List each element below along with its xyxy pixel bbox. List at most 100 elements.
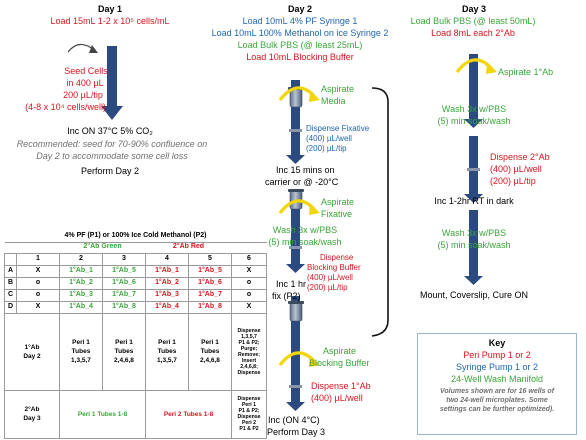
inc-1hr-line-1: Inc 1 hr [276,279,307,289]
plate-row-label-a: A [4,264,17,278]
plate-day2-note-line: Purge; [240,345,258,352]
plate-row-label-d: D [4,300,17,315]
day1-seed-line-3: 200 µL/tip [63,90,103,100]
plate-col-header-3: 3 [102,252,146,266]
aspirate-fixative-line-2: Fixative [321,209,353,219]
day2-load-pf: Load 10mL 4% PF Syringe 1 [242,16,358,26]
key-legend: Key Peri Pump 1 or 2 Syringe Pump 1 or 2… [417,333,577,435]
plate-cell: 1°Ab_6 [102,276,146,290]
aspirate-arrow-1ab [455,58,497,74]
day3-load-2ab: Load 8mL each 2°Ab [431,28,515,38]
plate-day3-note-line: Dispense [237,396,261,403]
plate-day2-note-line: Dispense [237,327,261,334]
day3-wash1-line-1: Wash 3x w/PBS [441,104,507,114]
plate-day2-note-line: P1 & P2; [238,339,260,346]
plate-col-header-blank [4,252,17,266]
plate-cell: o [16,276,60,290]
day2-load-methanol: Load 10mL 100% Methanol on ice Syringe 2 [211,28,389,38]
plate-col-header-1: 1 [16,252,60,266]
day1-recommend-line-1: Recommended: seed for 70-90% confluence … [16,139,208,149]
day1-recommend-line-2: Day 2 to accommodate some cell loss [36,151,188,161]
plate-day2-note-line: Insert [241,357,257,364]
plate-cell: 1°Ab_2 [145,276,189,290]
plate-day3-label: 2°Ab Day 3 [4,389,60,440]
inc-1hr-line-2: fix (P2) [272,291,301,301]
plate-cell: X [16,300,60,315]
inc-15-line-2: carrier or @ -20°C [265,177,339,187]
day2-perform-day3: Perform Day 3 [267,427,326,437]
plate-cell: X [230,264,268,278]
dispense-2ab-line-3: (200) µL/tip [490,176,536,186]
syringe-tube-fixative [288,87,304,108]
plate-day2-note-line: Remove; [238,351,260,358]
plate-cell: 1°Ab_3 [145,288,189,302]
day3-title: Day 3 [461,4,487,14]
dispense-blocking-line-2: Blocking Buffer [307,263,361,272]
plate-day3-red: Peri 2 Tubes 1-8 [145,389,232,440]
dispense-1ab-line-1: Dispense 1°Ab [311,381,371,391]
plate-cell: 1°Ab_5 [102,264,146,278]
day1-incubate: Inc ON 37°C 5% CO₂ [67,126,153,136]
day3-wash1-line-2: (5) min soak/wash [437,116,511,126]
day2-wash-line-1: Wash 3x w/PBS [272,225,338,235]
dispense-fixative-line-3: (200) µL/tip [306,144,347,153]
plate-cell: 1°Ab_7 [102,288,146,302]
day1-seed-line-2: in 400 µL [66,78,104,88]
syringe-tube-fixative-2 [288,189,304,210]
plate-day2-cell-line: 2,4,6,8 [114,357,134,365]
plate-day2-cell-line: 2,4,6,8 [200,357,220,365]
plate-blank-1 [17,242,60,253]
plate-day3-label-line: Day 3 [23,415,41,423]
plate-cell: 1°Ab_4 [59,300,103,315]
day2-load-pbs: Load Bulk PBS (@ least 25mL) [237,40,363,50]
plate-day3-note-line: P1 & P2 [239,426,259,433]
plate-day2-cell-line: 1,3,5,7 [157,357,177,365]
plate-cell: 1°Ab_8 [102,300,146,315]
day2-load-blocking: Load 10mL Blocking Buffer [246,52,354,62]
aspirate-arrow-media [278,86,320,102]
plate-day3-note-line: Dispense [237,414,261,421]
plate-day2-label: 1°Ab Day 2 [4,313,60,391]
day3-load-pbs: Load Bulk PBS (@ least 50mL) [410,16,536,26]
key-wash-manifold: 24-Well Wash Manifold [450,374,544,384]
plate-day2-cell: Peri 1 Tubes 1,3,5,7 [145,313,189,391]
plate-row-label-b: B [4,276,17,290]
day1-seed-line-4: (4-8 x 10⁴ cells/well) [25,102,106,112]
plate-red-label: 2°Ab Red [172,243,205,251]
plate-col-header-4: 4 [145,252,189,266]
day2-wash-line-2: (5) min soak/wash [268,237,342,247]
day2-title: Day 2 [287,4,313,14]
plate-cell: 1°Ab_8 [188,300,232,315]
dispense-2ab-line-1: Dispense 2°Ab [490,152,550,162]
plate-day2-note-line: 1,3,5,7 [241,333,257,340]
plate-day2-cell: Peri 1 Tubes 1,3,5,7 [59,313,103,391]
aspirate-media-line-1: Aspirate [321,84,355,94]
day2-inc-on: Inc (ON 4°C) [268,415,320,425]
dispense-fixative-line-2: (400) µL/well [306,134,352,143]
day3-mount: Mount, Coverslip, Cure ON [419,290,529,300]
key-note-line-1: Volumes shown are for 16 wells of [439,388,555,395]
day3-aspirate-1ab: Aspirate 1°Ab [498,67,554,77]
plate-day2-cell-line: Tubes [157,348,177,356]
plate-day2-note-line: 2,4,6,8; [240,363,258,370]
plate-cell: o [16,288,60,302]
day3-incubate: Inc 1-2hr RT in dark [434,196,514,206]
dispense-fixative-line-1: Dispense Fixative [306,124,370,133]
key-syringe-pump: Syringe Pump 1 or 2 [455,362,539,372]
aspirate-media-line-2: Media [321,96,346,106]
plate-layout-table: 4% PF (P1) or 100% Ice Cold Methanol (P2… [4,230,268,440]
plate-row-label-c: C [4,288,17,302]
aspirate-arrow-fixative [278,199,320,215]
day1-title: Day 1 [97,4,123,14]
plate-cell: 1°Ab_6 [188,276,232,290]
plate-cell: o [230,276,268,290]
plate-cell: X [230,300,268,315]
plate-day2-cell-line: Peri 1 [115,339,133,347]
plate-day2-cell-line: Tubes [200,348,220,356]
aspirate-blocking-line-2: Blocking Buffer [309,358,370,368]
dispense-blocking-line-3: (400) µL/well [307,273,353,282]
plate-col-header-5: 5 [188,252,232,266]
plate-day3-note-line: P1 & P2; [238,408,260,415]
plate-day3-note-line: Peri 2 [241,420,257,427]
plate-day3-note-line: Peri 1 [241,402,257,409]
